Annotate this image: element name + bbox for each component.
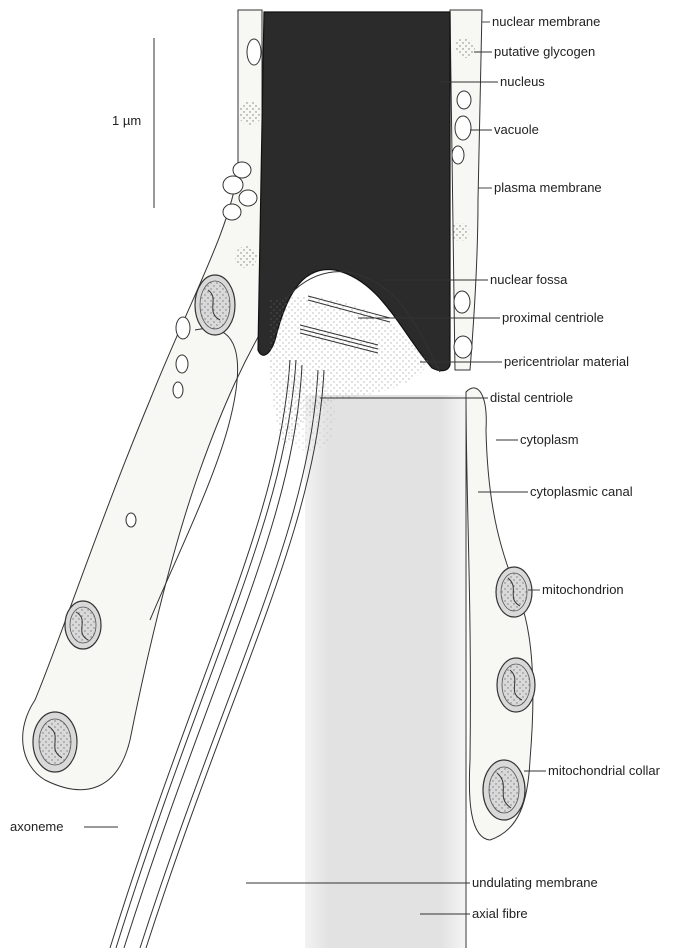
label-axoneme: axoneme [10,819,63,834]
mitochondrion-5 [497,658,535,712]
label-putative-glycogen: putative glycogen [494,44,595,59]
label-mitochondrial-collar: mitochondrial collar [548,763,661,778]
label-cytoplasm: cytoplasm [520,432,579,447]
mitochondrion-3 [33,712,77,772]
mitochondrion-6 [483,760,525,820]
label-pericentriolar-material: pericentriolar material [504,354,629,369]
scale-bar-label: 1 µm [112,113,141,128]
label-undulating-membrane: undulating membrane [472,875,598,890]
label-distal-centriole: distal centriole [490,390,573,405]
left-cytoplasm [23,10,262,790]
label-nucleus: nucleus [500,74,545,89]
label-nuclear-membrane: nuclear membrane [492,14,600,29]
label-axial-fibre: axial fibre [472,906,528,921]
right-cytoplasm [450,10,482,370]
label-plasma-membrane: plasma membrane [494,180,602,195]
label-cytoplasmic-canal: cytoplasmic canal [530,484,633,499]
label-proximal-centriole: proximal centriole [502,310,604,325]
axial-fibre-region [305,395,465,948]
label-vacuole: vacuole [494,122,539,137]
mitochondrion-4 [496,567,532,617]
label-nuclear-fossa: nuclear fossa [490,272,568,287]
scale-bar: 1 µm [112,38,154,208]
label-mitochondrion: mitochondrion [542,582,624,597]
mitochondrion-2 [65,601,101,649]
mitochondrion-1 [195,275,235,335]
